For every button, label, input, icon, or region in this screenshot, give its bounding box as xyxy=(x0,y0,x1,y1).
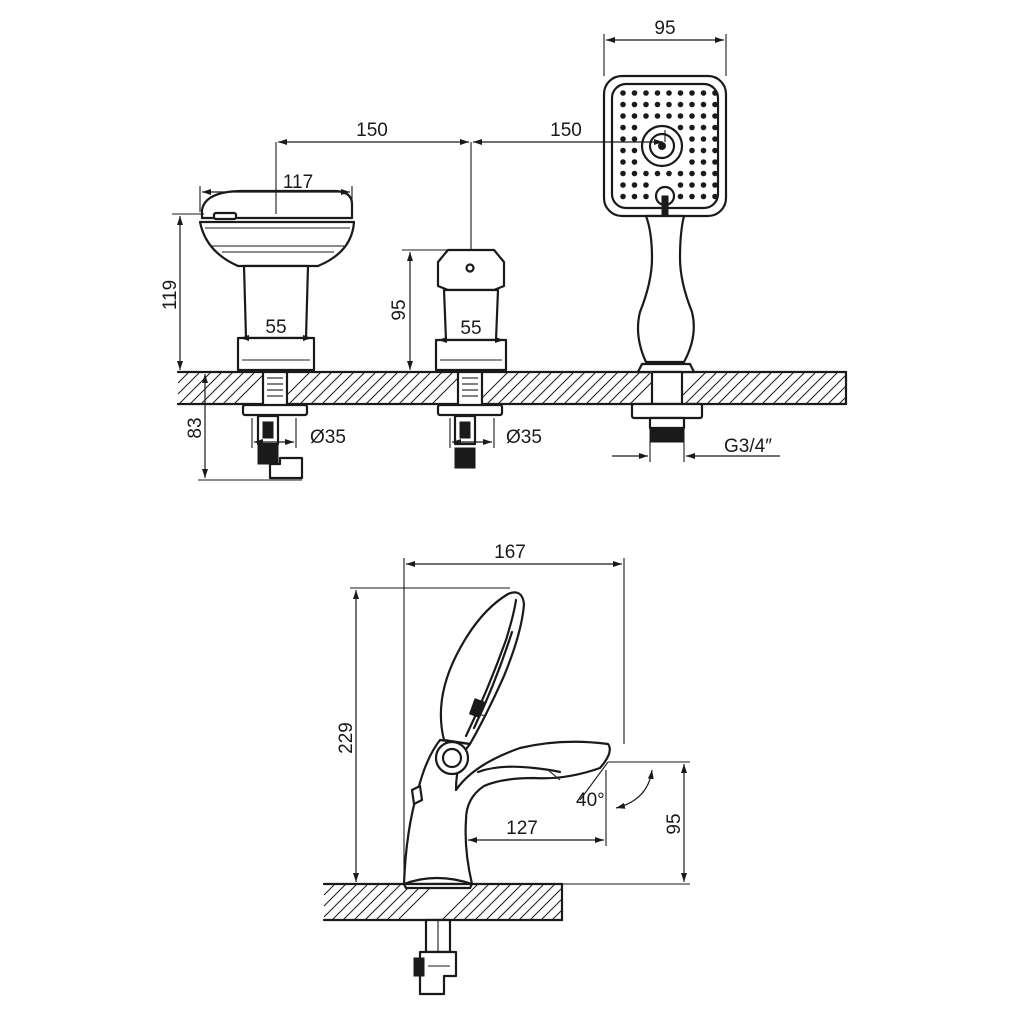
dim-diameter-mid: Ø35 xyxy=(449,418,542,448)
pipes-side xyxy=(413,918,458,996)
dim-label: 117 xyxy=(283,172,313,193)
dim-depth: 83 xyxy=(185,374,302,481)
dim-head-width: 95 xyxy=(603,18,727,76)
dim-label: G3/4″ xyxy=(724,436,772,457)
spout-side xyxy=(402,738,611,890)
dim-spacing: 150 150 xyxy=(275,120,666,250)
dim-label: Ø35 xyxy=(506,427,542,448)
dim-label: 150 xyxy=(550,120,582,141)
dim-spout-height: 119 xyxy=(160,213,204,370)
shower-head-side xyxy=(439,591,526,746)
dim-label: 55 xyxy=(460,318,481,339)
dim-label: 40° xyxy=(576,790,605,811)
dim-spout-width: 117 xyxy=(199,172,353,212)
dim-label: 95 xyxy=(389,299,410,320)
dim-reach: 127 xyxy=(468,770,607,846)
dim-label: 83 xyxy=(185,417,206,438)
countertop-bottom xyxy=(322,882,564,922)
dim-base: 55 55 xyxy=(240,317,504,343)
dim-hose-thread: G3/4″ xyxy=(612,436,780,462)
dim-label: 150 xyxy=(356,120,388,141)
dim-label: 127 xyxy=(506,818,538,839)
dim-label: 229 xyxy=(336,722,357,754)
dim-total-height: 229 xyxy=(336,587,510,882)
dim-label: 95 xyxy=(654,18,675,39)
dim-angle: 40° xyxy=(576,761,654,811)
dim-label: 55 xyxy=(265,317,286,338)
spout-front xyxy=(198,189,356,480)
dim-label: 167 xyxy=(494,542,526,563)
dim-label: Ø35 xyxy=(310,427,346,448)
front-view: 95 150 150 117 119 95 xyxy=(160,18,848,481)
side-view: 167 229 127 95 40° xyxy=(322,542,690,996)
handle-front xyxy=(434,248,508,469)
dim-diameter-left: Ø35 xyxy=(251,418,346,448)
dim-outlet-height: 95 xyxy=(472,761,690,885)
hand-shower-front xyxy=(602,74,728,443)
dim-label: 95 xyxy=(664,813,685,834)
dim-label: 119 xyxy=(160,280,181,310)
dim-length: 167 xyxy=(403,542,625,880)
dim-handle-height: 95 xyxy=(389,249,448,370)
